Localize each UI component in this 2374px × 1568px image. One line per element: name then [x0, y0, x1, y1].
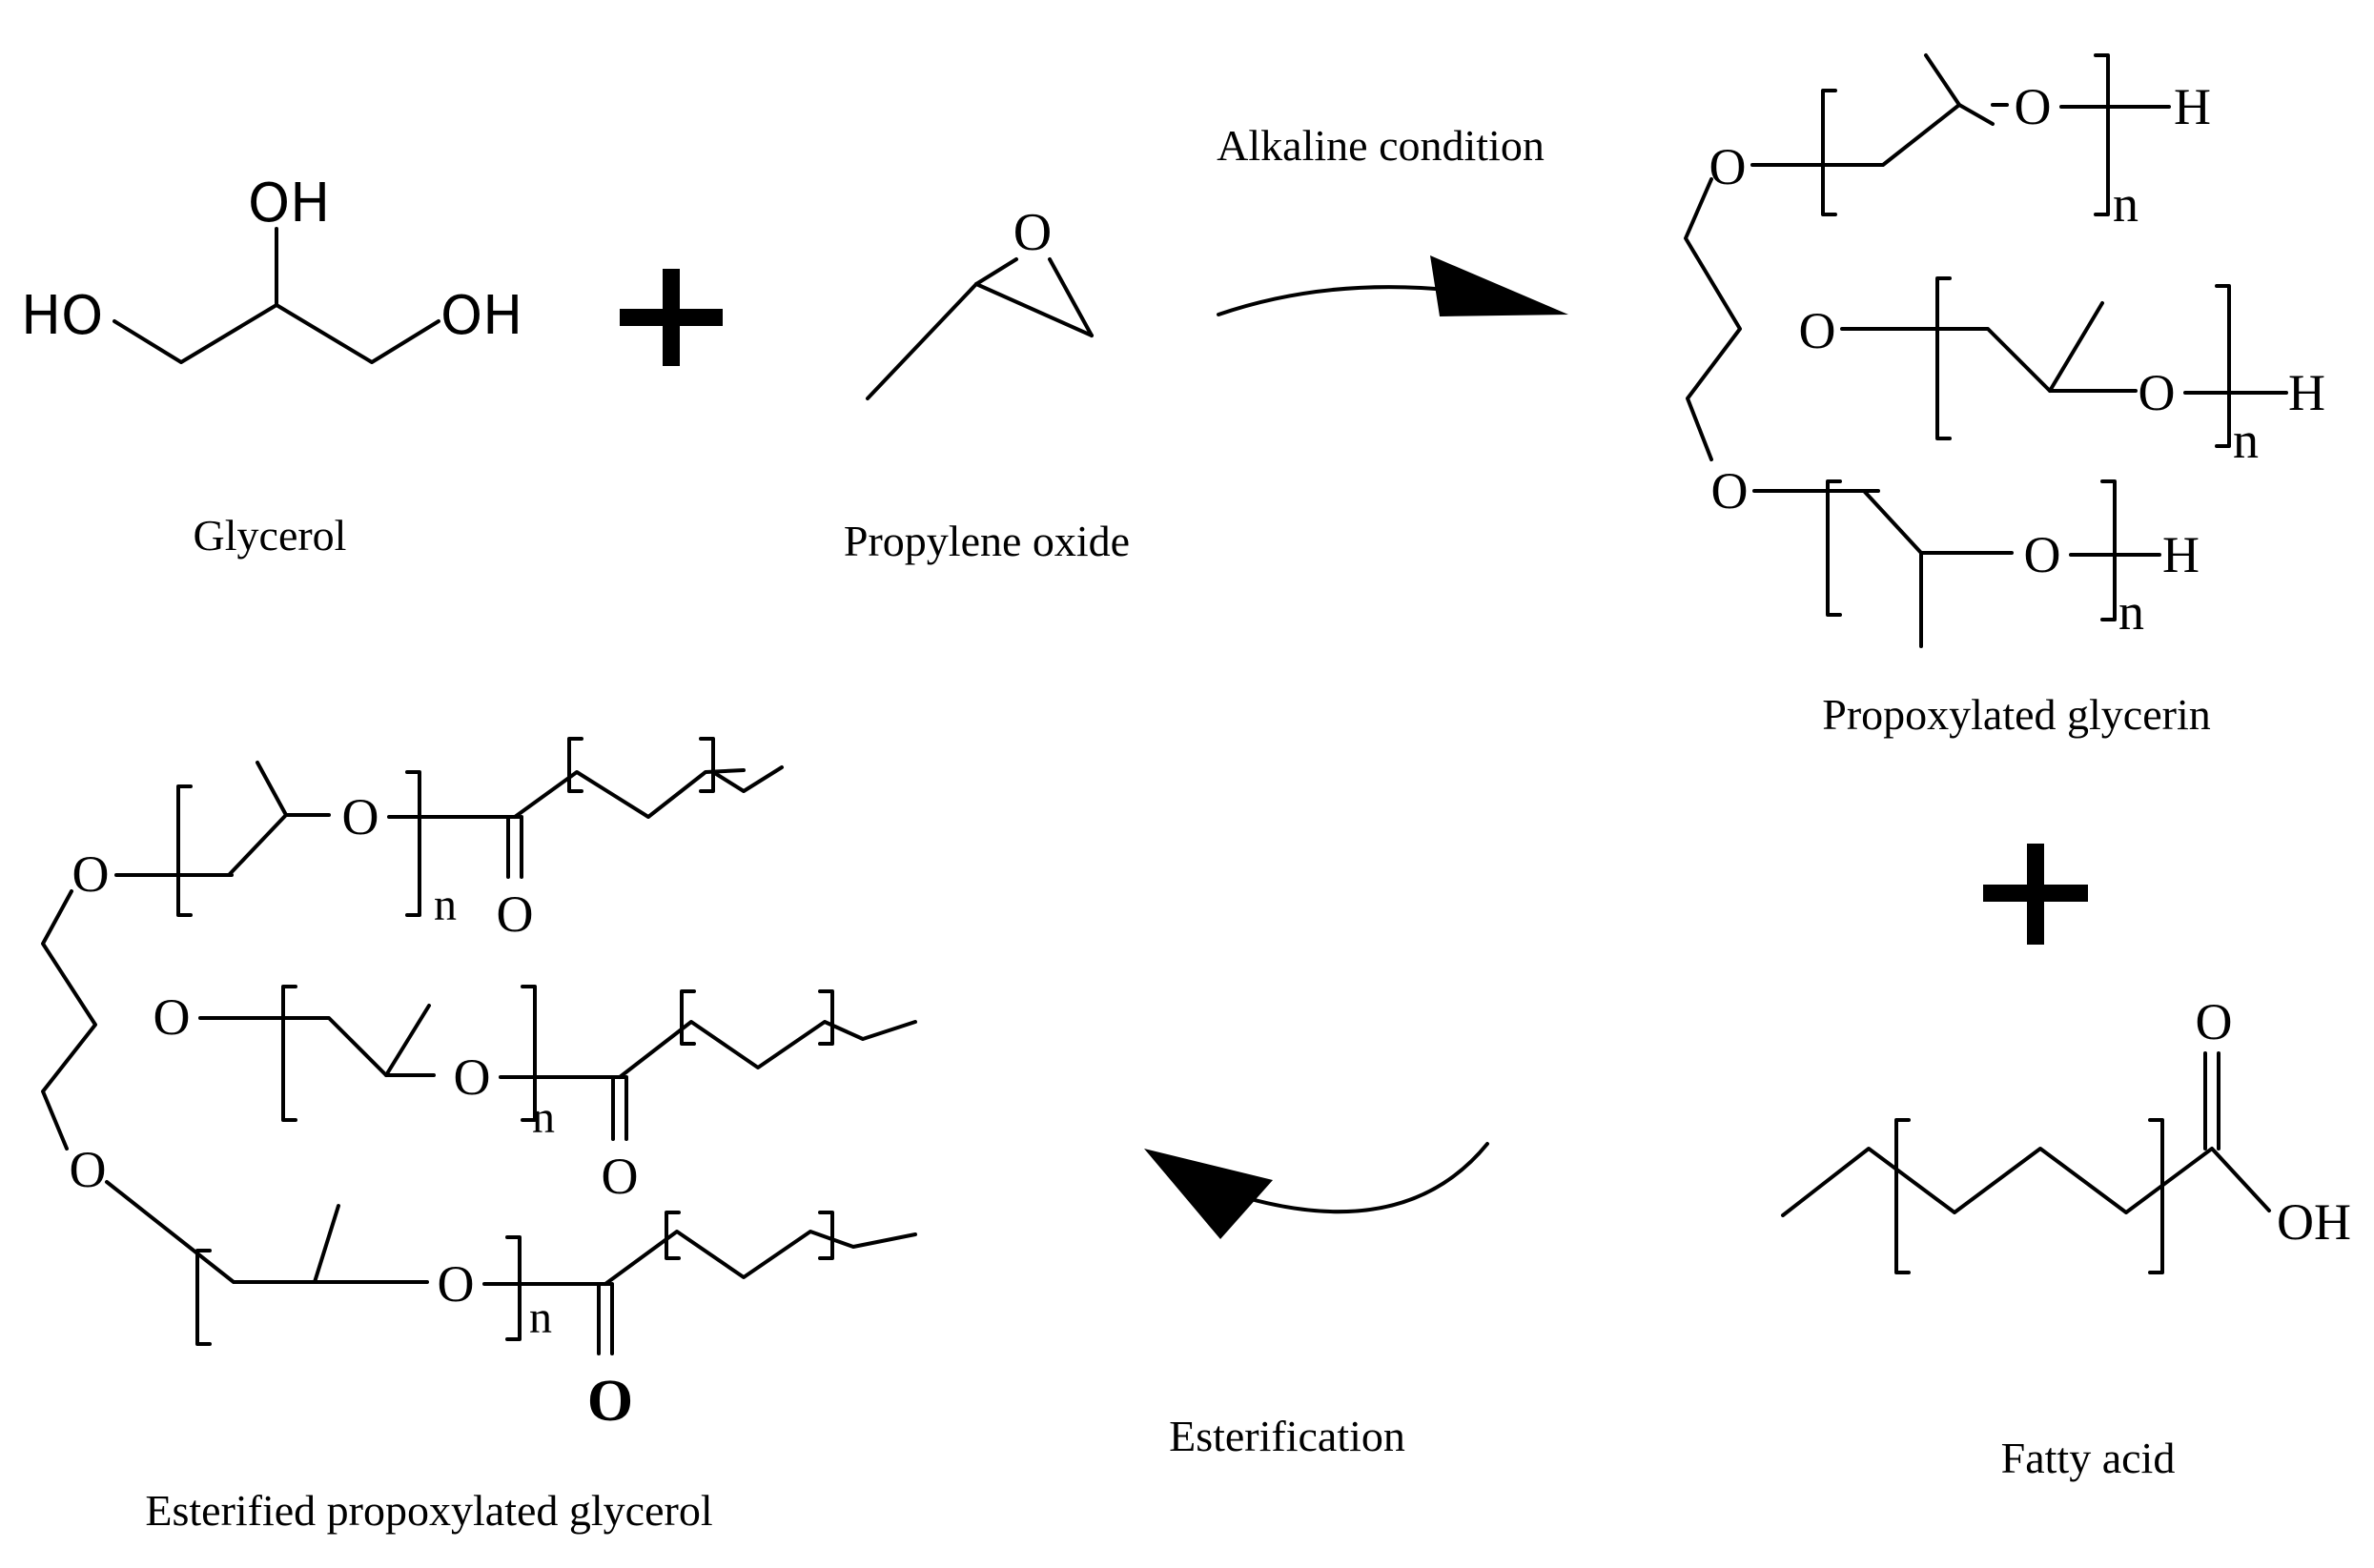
svg-text:O: O [2024, 526, 2061, 583]
glycerol-oh-left: HO [21, 285, 103, 347]
glycerol-structure: OH HO OH [21, 173, 522, 364]
reaction-arrow-backward [1144, 1142, 1489, 1239]
esterified-product-structure: O O O O n O O n O [41, 737, 917, 1434]
fatty-acid-oh: OH [2277, 1193, 2351, 1251]
glycerol-oh-top: OH [248, 173, 330, 234]
propoxylated-glycerin-structure: O O O O H n O H n O H n [1684, 53, 2325, 648]
svg-text:H: H [2288, 364, 2325, 421]
reaction-arrow-forward [1217, 255, 1568, 316]
epoxide-oxygen: O [1013, 203, 1052, 262]
svg-text:O: O [2015, 78, 2052, 135]
fatty-acid-structure: O OH [1781, 993, 2351, 1274]
svg-text:O: O [153, 988, 191, 1046]
svg-text:n: n [2113, 175, 2139, 233]
svg-text:O: O [1709, 138, 1747, 195]
svg-text:O: O [1799, 302, 1836, 359]
propoxylated-glycerin-label: Propoxylated glycerin [1822, 690, 2211, 739]
alkaline-condition-label: Alkaline condition [1217, 121, 1545, 170]
fatty-acid-carbonyl-o: O [2196, 993, 2233, 1050]
svg-text:H: H [2174, 78, 2211, 135]
propylene-oxide-structure: O [866, 203, 1094, 400]
svg-text:O: O [70, 1141, 107, 1198]
svg-text:O: O [587, 1369, 633, 1434]
glycerol-oh-right: OH [440, 285, 522, 347]
plus-sign-1 [620, 269, 723, 366]
svg-text:O: O [454, 1049, 491, 1106]
svg-text:O: O [2139, 364, 2176, 421]
svg-text:O: O [602, 1148, 639, 1205]
propylene-oxide-label: Propylene oxide [844, 517, 1130, 565]
svg-text:n: n [2233, 412, 2259, 469]
svg-text:O: O [1711, 462, 1749, 519]
svg-text:n: n [529, 1293, 552, 1343]
svg-text:O: O [438, 1255, 475, 1313]
fatty-acid-label: Fatty acid [2001, 1434, 2176, 1482]
esterification-label: Esterification [1169, 1412, 1405, 1460]
svg-text:O: O [342, 788, 379, 845]
esterified-product-label: Esterified propoxylated glycerol [145, 1486, 712, 1535]
svg-text:n: n [532, 1092, 555, 1143]
plus-sign-2 [1983, 844, 2088, 945]
glycerol-skeleton [113, 303, 440, 364]
svg-text:H: H [2162, 526, 2200, 583]
svg-text:O: O [497, 886, 534, 943]
svg-text:n: n [434, 880, 457, 930]
svg-text:O: O [72, 845, 110, 903]
glycerol-label: Glycerol [194, 511, 347, 560]
svg-text:n: n [2118, 583, 2144, 641]
